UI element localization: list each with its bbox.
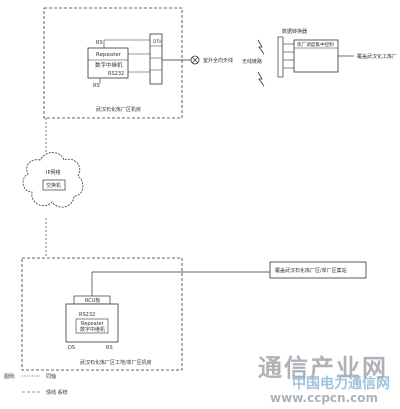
top-site-box: [43, 7, 183, 119]
top-device-top-port: RS: [96, 40, 103, 46]
bottom-device-port-top: RS232: [79, 312, 95, 318]
legend-row1-label: 同轴: [46, 373, 56, 380]
top-repeater-device: [87, 47, 129, 79]
watermark-subtitle: 中国电力通信网: [292, 376, 390, 392]
wireless-bolt-icon: [257, 39, 265, 55]
top-dtu-panel: [149, 33, 163, 85]
bottom-target-box: [269, 261, 367, 279]
remote-connector: [277, 36, 284, 78]
top-device-port-left: RS: [93, 83, 100, 89]
wireless-bolt-icon: [257, 71, 265, 87]
watermark-url: www.ccpcn.com: [270, 391, 378, 405]
cloud-switch-label: 交换机: [46, 182, 61, 189]
bottom-port-a: DS: [68, 345, 75, 351]
wireless-link-label: 无线链路: [242, 58, 262, 65]
bottom-device-name: Repeater: [81, 321, 105, 327]
remote-plant-label: 覆盖武汉化工炼厂: [357, 53, 397, 60]
bottom-port-b: RS: [106, 345, 113, 351]
remote-side-label: 数据转换器: [282, 28, 307, 35]
watermark-title: 通信产业网: [258, 354, 388, 382]
top-device-port-mid: RS232: [108, 71, 124, 77]
bottom-site-caption: 武汉石化炼厂区工地/单厂区机房: [80, 359, 152, 366]
top-panel-label: DTU: [153, 39, 162, 44]
top-site-caption: 武汉石化炼厂区机房: [96, 106, 141, 113]
legend-row2-label: 馈线 系统: [46, 389, 68, 396]
legend-key: 图例:: [4, 373, 16, 380]
cloud-label: IP网络: [46, 169, 61, 176]
top-device-name: Repeater: [96, 52, 122, 58]
bottom-site-box: [21, 257, 183, 371]
bottom-device-label: 数字中继机: [80, 326, 105, 333]
bottom-rcu-label: RCU板: [85, 297, 100, 304]
outdoor-antenna-label: 室外全向天线: [203, 57, 233, 64]
bottom-target-label: 覆盖武汉石化炼厂区/单厂区集站: [275, 267, 347, 274]
remote-box-label: 炼厂调度集中控制: [297, 41, 334, 48]
cloud-switch-box: [42, 179, 66, 191]
top-device-label: 数字中继机: [95, 61, 123, 69]
